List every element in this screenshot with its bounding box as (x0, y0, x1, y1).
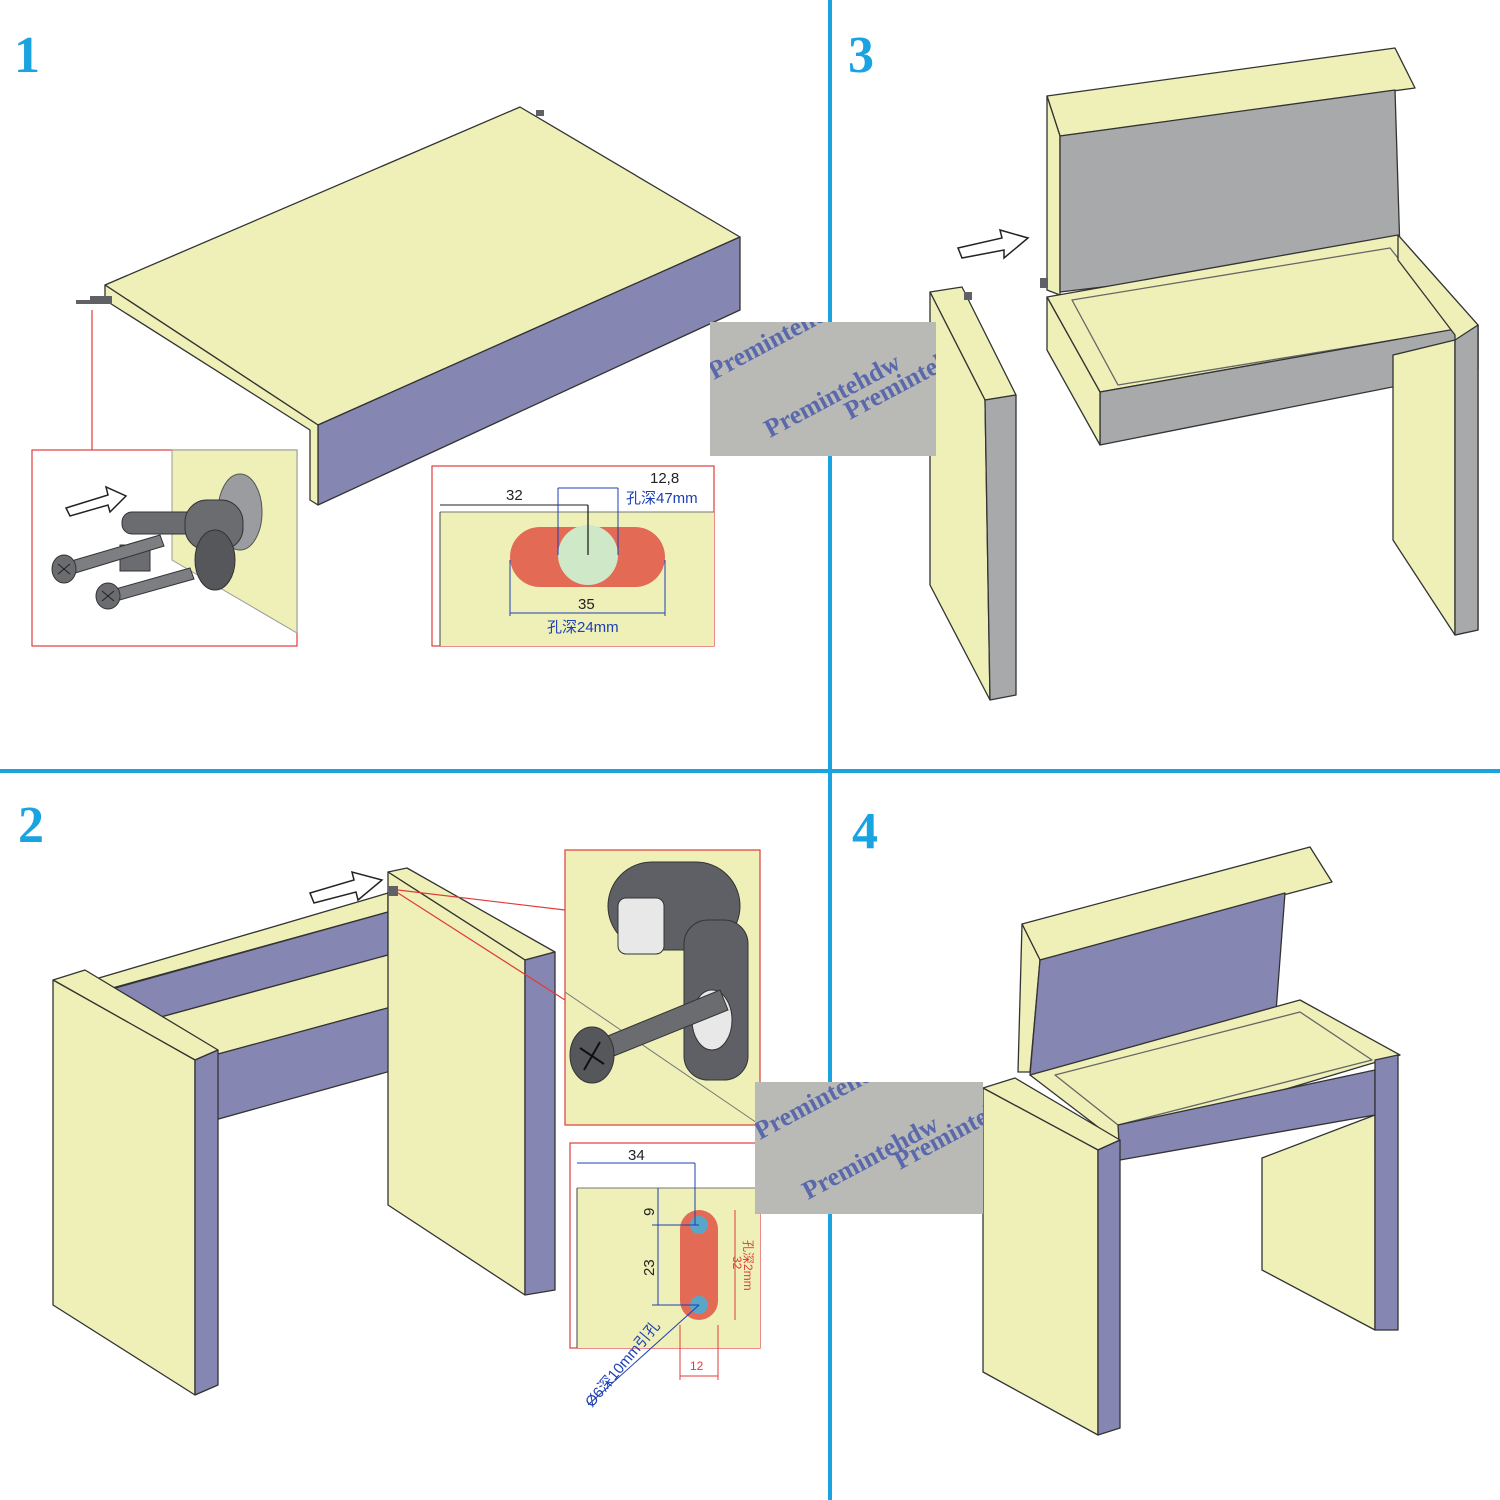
callout-leader-line (397, 892, 566, 1001)
dim-top-label: 9 (641, 1208, 658, 1216)
step2-dimension-detail: 34 9 23 32 孔深2mm 12 Ø6深10mm引孔 (569, 1142, 761, 1411)
step-number-2: 2 (18, 797, 44, 854)
slot-depth-label: 孔深24mm (547, 619, 619, 636)
step2-hardware-callout (564, 849, 761, 1126)
right-leg-side (1454, 324, 1479, 636)
box-inner-floor (1054, 1011, 1373, 1126)
right-leg-face (1261, 1114, 1376, 1331)
screw-icon (76, 300, 90, 304)
dim-width-label: 32 (506, 487, 523, 504)
cam-connector-icon (536, 110, 544, 116)
square-socket (617, 897, 665, 955)
panel-edge (564, 991, 761, 1126)
box-left-end (1046, 296, 1101, 446)
push-arrow-icon (64, 485, 128, 517)
watermark-background (710, 322, 936, 456)
callout-leader-line (397, 889, 566, 911)
dim-slot-label: 35 (578, 596, 595, 613)
step1-connector-small (76, 110, 544, 450)
watermark-patch-lower: Premintehdw Premintehdw Premintehdw (755, 1082, 983, 1214)
watermark-background (755, 1082, 983, 1214)
right-leg-side (524, 951, 556, 1296)
step-number-4: 4 (852, 803, 878, 860)
slot-depth-label: 孔深2mm (741, 1240, 755, 1291)
step1-dimension-detail: 32 12,8 孔深47mm 35 孔深24mm (431, 465, 715, 647)
step1-hardware-callout (31, 449, 298, 647)
step2-assembly (52, 867, 556, 1396)
dim-length-label: 32 (730, 1256, 744, 1270)
panel-face (577, 1188, 760, 1348)
cam-connector-icon (90, 296, 112, 304)
dim-offset-label: 34 (628, 1147, 645, 1164)
cam-connector-icon (1040, 278, 1048, 288)
screw-icon (51, 534, 165, 584)
step4-assembly (982, 846, 1401, 1436)
hole-depth-label: 孔深47mm (626, 490, 698, 507)
step1-top-panel (104, 106, 741, 506)
right-leg-side (1374, 1054, 1399, 1331)
dim-hole-label: 12,8 (650, 470, 679, 487)
side-panel-edge (984, 394, 1017, 701)
push-arrow-icon (308, 870, 384, 904)
left-leg-side (194, 1049, 219, 1396)
step-number-1: 1 (14, 27, 40, 84)
screw-icon (95, 567, 195, 610)
screw-icon (569, 989, 729, 1084)
right-leg-face (1392, 339, 1456, 636)
push-arrow-icon (956, 228, 1030, 260)
dim-width-label: 12 (690, 1359, 704, 1373)
step3-assembly (929, 47, 1479, 701)
slot-outline (680, 1210, 718, 1320)
cam-connector-icon (964, 292, 972, 300)
dim-between-label: 23 (641, 1259, 658, 1276)
cam-connector-icon (388, 886, 398, 896)
panel-top-face (104, 106, 741, 426)
callout-leader-line (587, 1304, 700, 1406)
left-leg-face (982, 1087, 1099, 1436)
left-leg-side (1097, 1139, 1121, 1436)
watermark-patch-upper: Premintehdw Premintehdw Premintehdw (710, 322, 936, 456)
step-number-3: 3 (848, 27, 874, 84)
